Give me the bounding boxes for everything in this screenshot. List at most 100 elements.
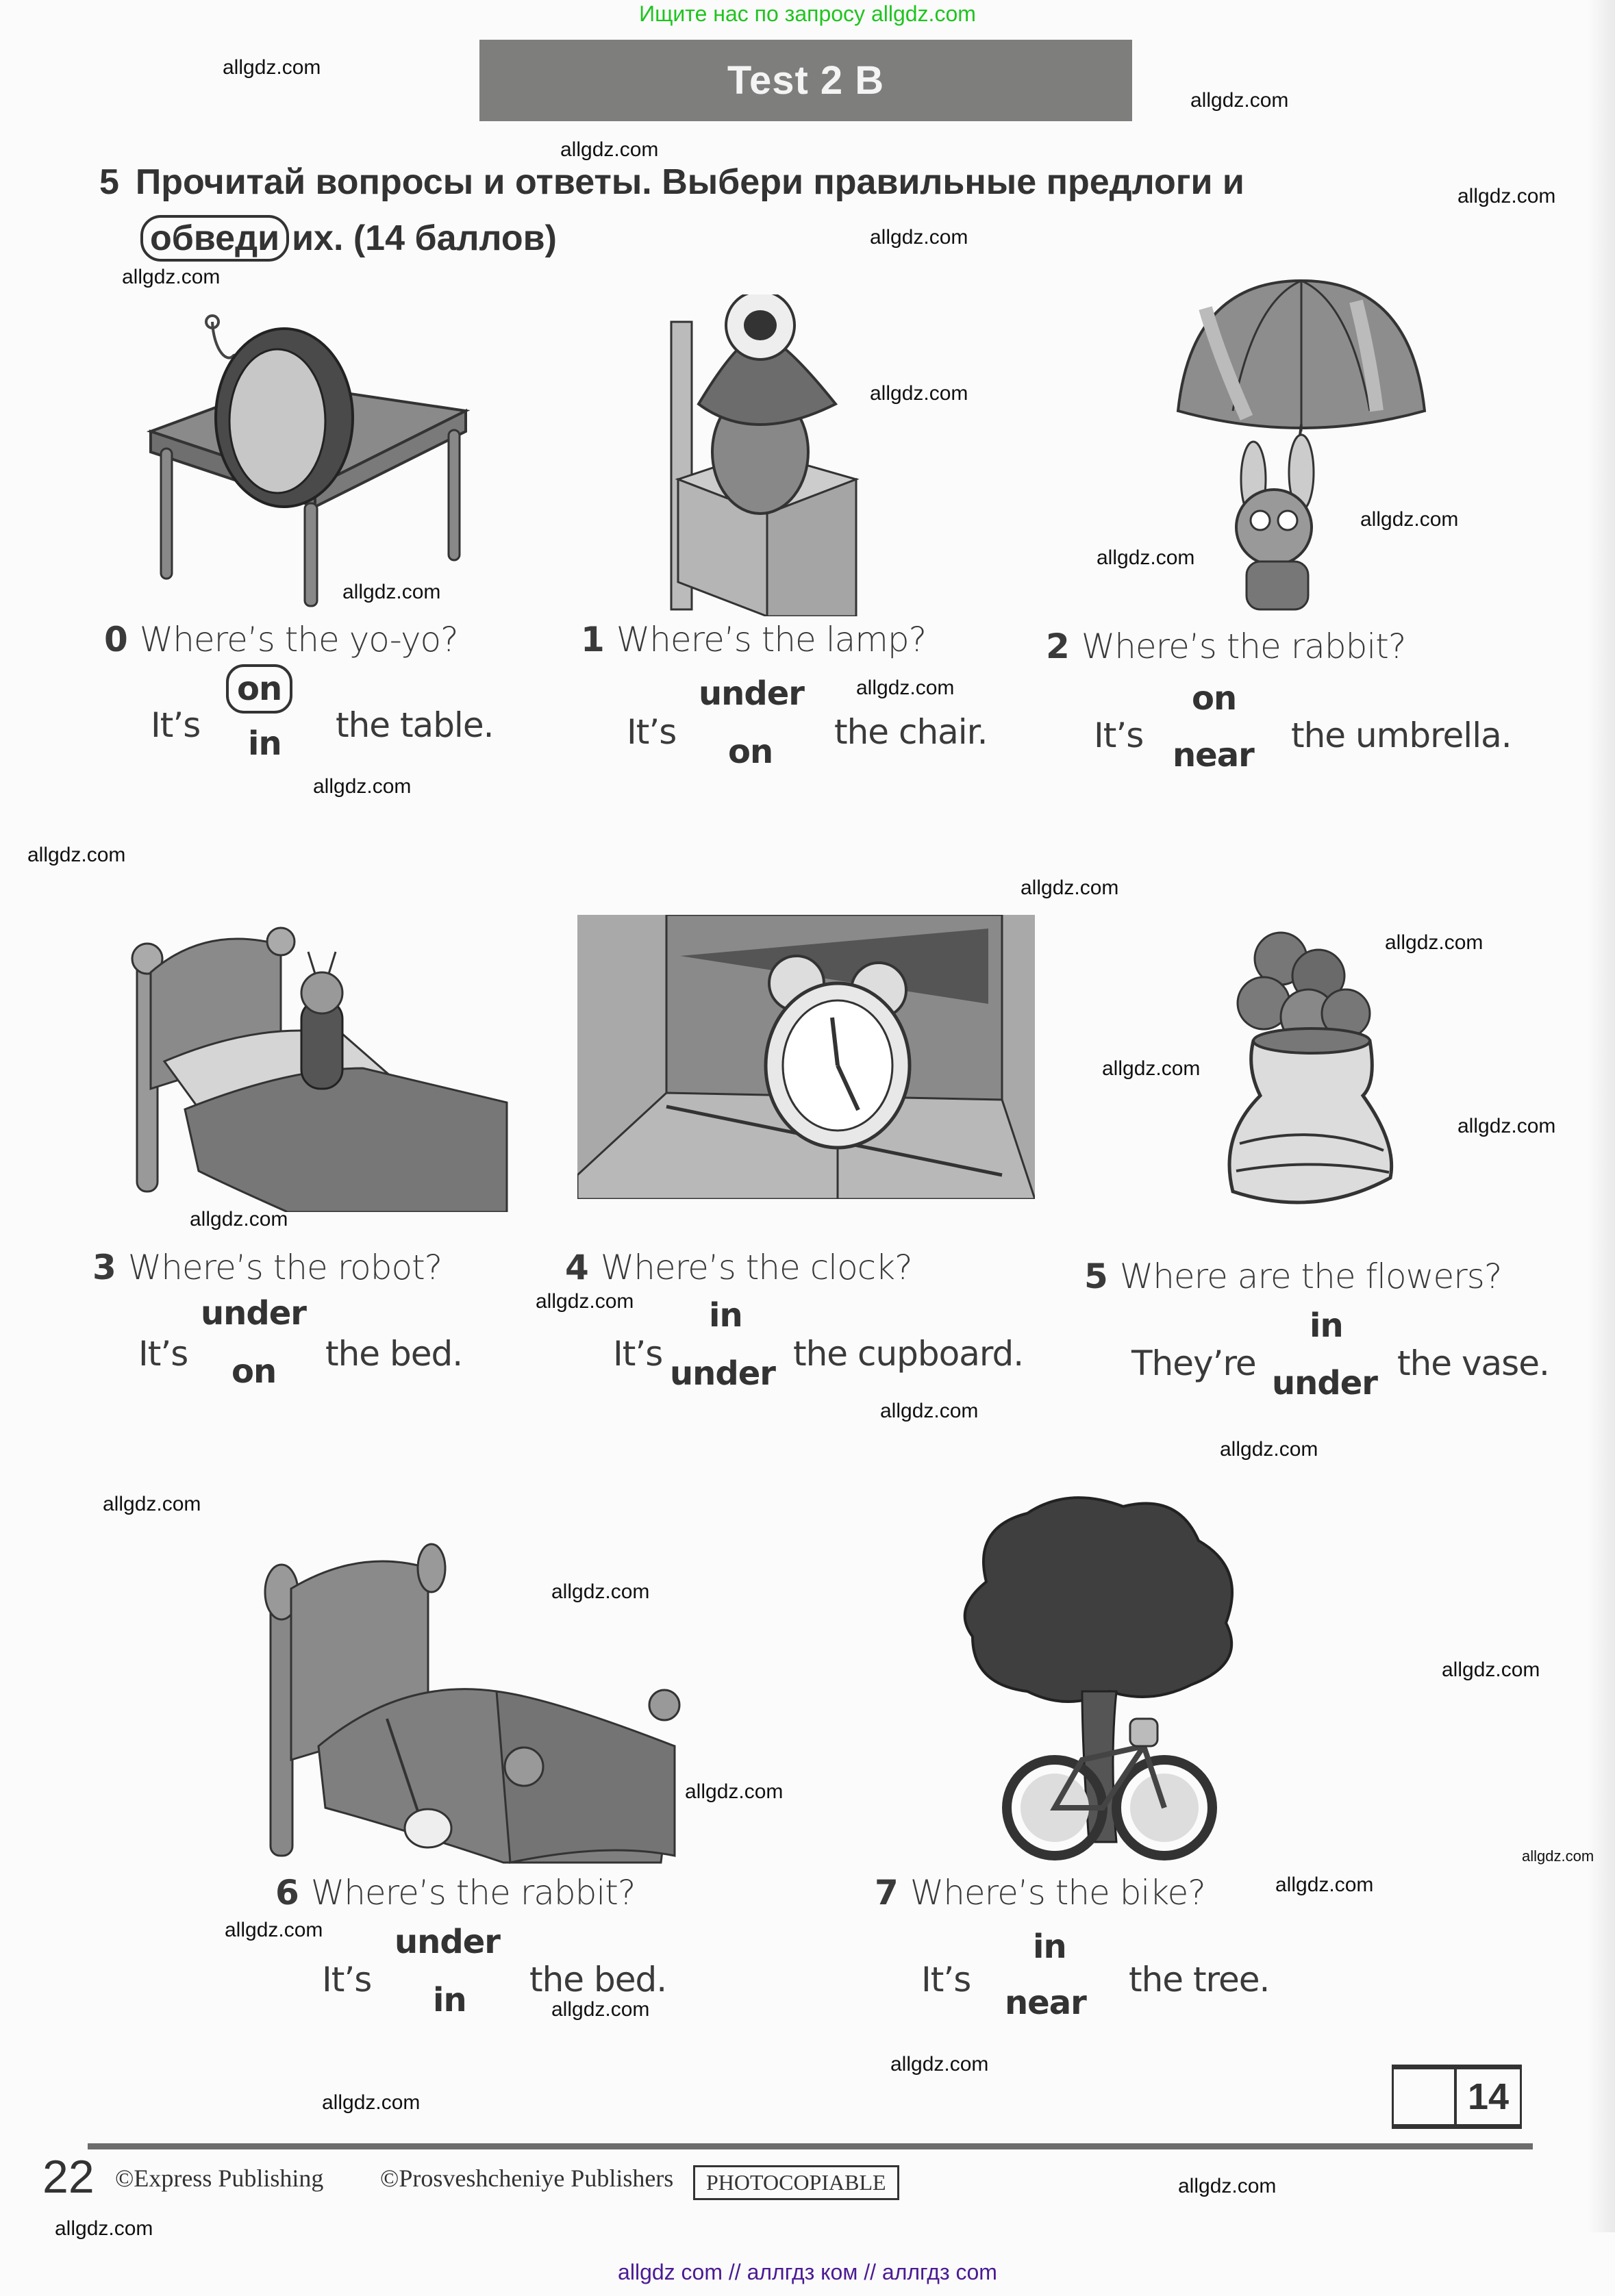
instruction-text: Прочитай вопросы и ответы. Выбери правил… [135,162,1244,202]
instruction-line-1: 5 Прочитай вопросы и ответы. Выбери прави… [99,162,1244,203]
option-2-bottom[interactable]: near [1173,736,1255,774]
copyright-prosveshcheniye: ©Prosveshcheniye Publishers [380,2165,674,2192]
option-1-bottom[interactable]: on [728,733,773,771]
page-number: 22 [42,2151,95,2203]
answer-1-tail: the chair. [834,712,988,752]
watermark: allgdz.com [55,2217,153,2240]
watermark: allgdz.com [685,1780,784,1803]
watermark: allgdz.com [1190,89,1289,112]
option-6-top[interactable]: under [395,1923,501,1961]
watermark: allgdz.com [223,56,321,79]
footer-divider [88,2143,1533,2149]
watermark: allgdz.com [1457,185,1556,207]
watermark: allgdz.com [551,1580,650,1603]
watermark: allgdz.com [122,266,221,288]
watermark: allgdz.com [1021,876,1119,899]
watermark: allgdz.com [880,1400,979,1422]
watermark: allgdz.com [1097,546,1195,569]
bike-near-tree-picture [963,1496,1234,1860]
top-banner: Ищите нас по запросу allgdz.com [639,1,976,26]
watermark: allgdz.com [870,226,968,249]
watermark: allgdz.com [560,138,659,161]
option-1-top[interactable]: under [699,674,805,713]
watermark: allgdz.com [1522,1847,1594,1865]
page-edge-shadow [1588,0,1615,2232]
answer-4-tail: the cupboard. [793,1334,1024,1374]
watermark: allgdz.com [890,2053,989,2076]
watermark: allgdz.com [1360,508,1459,531]
watermark: allgdz.com [551,1998,650,2021]
watermark: allgdz.com [190,1208,288,1231]
option-0-top[interactable]: on [226,664,293,714]
answer-6-tail: the bed. [529,1960,667,1999]
watermark: allgdz.com [322,2091,421,2114]
answer-2-lead: It’s [1094,716,1144,755]
score-max: 14 [1467,2076,1510,2117]
test-title-bar: Test 2 B [479,40,1132,121]
photocopiable-badge: PHOTOCOPIABLE [693,2165,899,2200]
task-number: 5 [99,162,119,202]
option-5-top[interactable]: in [1310,1307,1344,1345]
answer-6-lead: It’s [322,1960,372,1999]
answer-7-tail: the tree. [1129,1960,1270,1999]
option-6-bottom[interactable]: in [433,1981,467,2019]
watermark: allgdz.com [225,1919,323,1941]
copyright-express: ©Express Publishing [115,2165,324,2192]
watermark: allgdz.com [313,775,412,798]
answer-7-lead: It’s [921,1960,971,1999]
score-box: 14 [1392,2065,1522,2129]
clock-in-cupboard-picture [577,915,1035,1199]
answer-0-tail: the table. [336,705,494,745]
answer-1-lead: It’s [627,712,677,752]
lamp-on-chair-picture [670,294,860,616]
option-3-bottom[interactable]: on [231,1352,277,1391]
answer-5-tail: the vase. [1397,1343,1550,1383]
watermark: allgdz.com [342,581,441,603]
watermark: allgdz.com [103,1493,201,1515]
answer-5-lead: They’re [1131,1343,1257,1383]
watermark: allgdz.com [1102,1057,1201,1080]
answer-0-lead: It’s [151,705,201,745]
watermark: allgdz.com [856,677,955,699]
circled-word: обведи [140,215,290,262]
option-7-bottom[interactable]: near [1005,1984,1087,2022]
watermark: allgdz.com [27,844,126,866]
watermark: allgdz.com [1385,931,1483,954]
watermark: allgdz.com [1442,1658,1540,1681]
answer-3-tail: the bed. [325,1334,463,1374]
watermark: allgdz.com [870,382,968,405]
option-7-top[interactable]: in [1033,1928,1067,1966]
score-earned-field[interactable] [1394,2069,1457,2124]
robot-on-bed-picture [131,926,508,1212]
watermark: allgdz.com [1457,1115,1556,1137]
watermark: allgdz.com [1220,1438,1318,1461]
test-title: Test 2 B [727,58,885,103]
option-4-top[interactable]: in [709,1296,743,1335]
bottom-banner: allgdz com // аллгдз ком // аллгдз com [618,2260,997,2284]
instruction-points: их. (14 баллов) [292,218,557,258]
flowers-in-vase-picture [1227,931,1394,1204]
option-0-bottom[interactable]: in [248,724,282,763]
rabbit-umbrella-picture [1176,279,1427,611]
answer-4-lead: It’s [613,1334,663,1374]
option-5-bottom[interactable]: under [1272,1364,1378,1402]
watermark: allgdz.com [1178,2175,1277,2197]
answer-3-lead: It’s [138,1334,188,1374]
watermark: allgdz.com [1275,1874,1374,1896]
option-2-top[interactable]: on [1192,679,1237,718]
yo-yo-on-table-picture [146,314,471,607]
option-4-bottom[interactable]: under [670,1354,776,1393]
answer-2-tail: the umbrella. [1291,716,1512,755]
option-3-top[interactable]: under [201,1294,307,1333]
rabbit-in-bed-picture [264,1543,681,1864]
watermark: allgdz.com [536,1290,634,1313]
